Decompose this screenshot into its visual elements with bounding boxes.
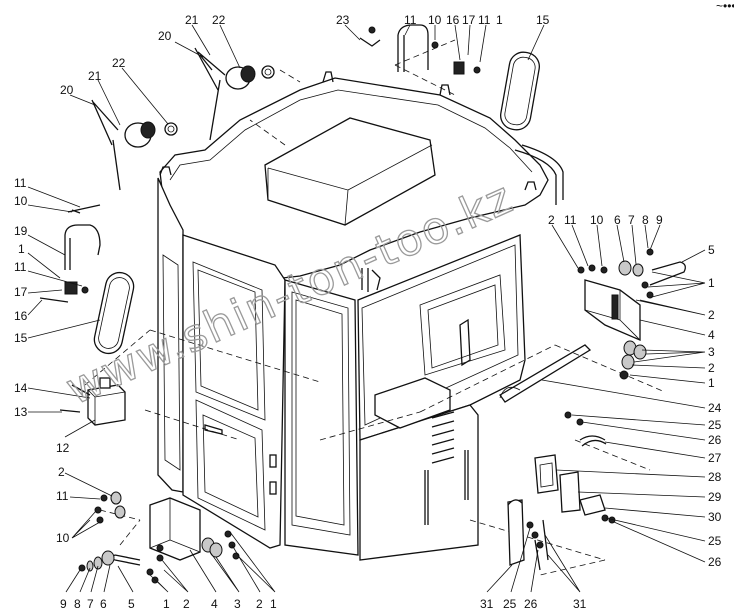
- callout: 11: [14, 176, 27, 190]
- callout: 1: [708, 376, 715, 390]
- callout: 1: [270, 597, 277, 611]
- callout: 7: [87, 597, 94, 611]
- callout: 24: [708, 401, 722, 415]
- callout: 16: [446, 13, 460, 27]
- mirror-left: [39, 204, 135, 355]
- callout: 26: [708, 433, 722, 447]
- callout: 4: [708, 328, 715, 342]
- callout: 12: [56, 441, 70, 455]
- corner-mark: ~•••: [716, 0, 734, 13]
- callout: 28: [708, 470, 722, 484]
- callout: 6: [100, 597, 107, 611]
- callout: 22: [112, 56, 126, 70]
- callout: 21: [185, 13, 199, 27]
- callout: 5: [708, 243, 715, 257]
- callout: 16: [14, 309, 28, 323]
- cab-body: [157, 71, 564, 561]
- hinge-bracket-left: [78, 491, 240, 584]
- callout: 4: [211, 597, 218, 611]
- callout: 2: [548, 213, 555, 227]
- callout: 11: [56, 489, 69, 503]
- wiper-assembly-upper: [194, 47, 275, 141]
- mirror-top-right: [500, 51, 540, 131]
- callout: 20: [158, 29, 172, 43]
- callout: 11: [564, 213, 577, 227]
- callout: 29: [708, 490, 722, 504]
- callout: 1: [18, 242, 25, 256]
- callout: 30: [708, 510, 722, 524]
- mirror-bracket-top: [359, 24, 481, 75]
- callout: 2: [58, 465, 65, 479]
- callout: 8: [642, 213, 649, 227]
- callout: 2: [708, 308, 715, 322]
- callout: 11: [14, 260, 27, 274]
- callout-labels: 21 22 20 21 22 20 23 11 10 16 17 11 1 15…: [14, 13, 722, 611]
- callout: 1: [163, 597, 170, 611]
- callout: 25: [708, 534, 722, 548]
- right-hinge-hardware: [499, 248, 686, 403]
- callout: 8: [74, 597, 81, 611]
- callout: 19: [14, 224, 28, 238]
- callout: 31: [573, 597, 587, 611]
- right-small-parts: [534, 411, 616, 524]
- callout: 3: [708, 345, 715, 359]
- callout: 17: [14, 285, 28, 299]
- callout: 26: [708, 555, 722, 569]
- dashed-leaders: [84, 39, 666, 576]
- washer-tank: [59, 377, 126, 426]
- callout: 11: [478, 13, 491, 27]
- callout: 10: [14, 194, 28, 208]
- callout: 2: [256, 597, 263, 611]
- callout: 2: [183, 597, 190, 611]
- callout: 5: [128, 597, 135, 611]
- callout: 3: [234, 597, 241, 611]
- callout: 26: [524, 597, 538, 611]
- callout: 10: [590, 213, 604, 227]
- callout: 2: [708, 361, 715, 375]
- callout: 7: [628, 213, 635, 227]
- callout: 1: [708, 276, 715, 290]
- callout: 22: [212, 13, 226, 27]
- callout: 14: [14, 381, 28, 395]
- louvres: [431, 411, 455, 464]
- callout: 27: [708, 451, 722, 465]
- callout: 15: [536, 13, 550, 27]
- bottom-center-parts: [507, 499, 549, 571]
- callout: 10: [56, 531, 70, 545]
- callout: 15: [14, 331, 28, 345]
- callout: 31: [480, 597, 494, 611]
- callout: 20: [60, 83, 74, 97]
- callout: 10: [428, 13, 442, 27]
- leader-lines: [27, 24, 706, 593]
- callout: 25: [503, 597, 517, 611]
- callout: 9: [656, 213, 663, 227]
- callout: 25: [708, 418, 722, 432]
- wiper-assembly-lower: [91, 99, 178, 191]
- callout: 13: [14, 405, 28, 419]
- callout: 11: [404, 13, 417, 27]
- callout: 6: [614, 213, 621, 227]
- callout: 23: [336, 13, 350, 27]
- callout: 1: [496, 13, 503, 27]
- callout: 21: [88, 69, 102, 83]
- callout: 17: [462, 13, 476, 27]
- callout: 9: [60, 597, 67, 611]
